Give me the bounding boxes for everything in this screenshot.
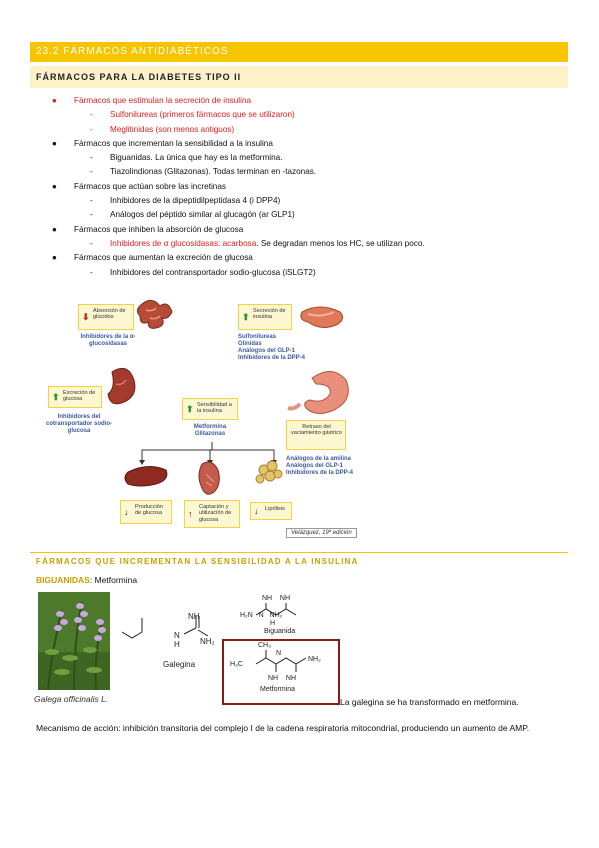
excrecion-drugs: Inhibidores del cotransportador sodio-gl… (45, 414, 112, 434)
bullet-item: -Inhibidores del contransportador sodio-… (90, 267, 316, 277)
bullet-item: -Análogos del péptido similar al glucagó… (90, 210, 295, 220)
arrow-up-icon: ⬆ (52, 391, 60, 402)
box-secrecion: ⬆ Secreción de insulina (238, 304, 292, 330)
h3c-label: H₃C (230, 661, 243, 668)
biguanida-formula-top: NH NH (262, 595, 290, 602)
biguanida-formula-bottom: H₂N N NH₂ (240, 612, 283, 619)
metformina-box (222, 639, 340, 705)
sensibilidad-drugs: Metformina Glitazonas (193, 424, 227, 437)
plant-drawing (38, 592, 110, 691)
section-title: 23.2 FÁRMACOS ANTIDIABÉTICOS (30, 42, 568, 62)
retraso-drugs: Análogos de la amilina Análogos del GLP-… (286, 456, 354, 476)
metformina-label: Metformina (260, 686, 296, 693)
bullet-list: ●Fármacos que estimulan la secreción de … (52, 94, 425, 280)
metformina-structure (255, 650, 307, 672)
biguanida-structure (255, 603, 297, 616)
box-sensibilidad: ⬆ Sensibilidad a la insulina (182, 398, 238, 420)
liver-icon (124, 466, 168, 487)
nh-label: N (174, 631, 180, 640)
divider (30, 552, 568, 553)
bullet-item: ●Fármacos que aumentan la excreción de g… (52, 253, 253, 263)
nh-label: NH (188, 612, 200, 621)
arrow-down-icon: ↓ (254, 505, 259, 516)
bullet-item: -Biguanidas. La única que hay es la metf… (90, 153, 283, 163)
galegina-structure (121, 616, 209, 639)
box-lipolisis: ↓ Lipólisis (250, 502, 292, 520)
transformation-note: La galegina se ha transformado en metfor… (340, 697, 519, 707)
intestine-icon (136, 300, 173, 329)
bullet-item: -Sulfonilureas (primeros fármacos que se… (90, 110, 295, 120)
bullet-item: -Inhibidores de la dipeptidilpeptidasa 4… (90, 196, 281, 206)
biguanidas-heading: BIGUANIDAS: Metformina (36, 575, 138, 585)
muscle-icon (198, 461, 220, 495)
h-label: H (174, 640, 180, 649)
arrow-up-icon: ↑ (188, 508, 193, 519)
nh2-label: NH₂ (200, 637, 215, 646)
arrow-down-icon: ⬇ (82, 311, 90, 322)
ch3-label: CH₃ (258, 642, 271, 649)
figure-caption: Velázquez, 19ª edición (286, 528, 357, 538)
nh2-label: NH₂ (308, 656, 321, 663)
plant-caption: Galega officinalis L. (34, 694, 109, 704)
nh-label: NH NH (268, 675, 296, 682)
kidney-icon (107, 367, 136, 405)
h-label: H (270, 620, 276, 627)
box-retraso: Retraso del vaciamiento gástrico (286, 420, 346, 450)
secrecion-drugs: Sulfonilureas Glinidas Análogos del GLP-… (238, 334, 306, 361)
bullet-item: ●Fármacos que inhiben la absorción de gl… (52, 224, 244, 234)
arrow-down-icon: ↓ (124, 506, 129, 517)
figure-drawing (107, 300, 349, 495)
biguanida-label: Biguanida (264, 628, 296, 635)
box-captacion: ↑ Captación y utilización de glucosa (184, 500, 240, 528)
bullet-item: -Inhibidores de α glucosidasas: acarbosa… (90, 238, 425, 248)
mechanisms-figure: ⬇ Absorción de glúcidos Inhibidores de l… (42, 292, 372, 542)
box-absorcion: ⬇ Absorción de glúcidos (78, 304, 134, 330)
bullet-item: ●Fármacos que incrementan la sensibilida… (52, 138, 273, 148)
bullet-item: -Tiazolindionas (Glitazonas). Todas term… (90, 167, 317, 177)
bullet-item: -Meglitinidas (son menos antiguos) (90, 124, 235, 134)
bullet-item: ●Fármacos que actúan sobre las incretina… (52, 181, 227, 191)
adipose-icon (255, 460, 283, 484)
subsection-title: FÁRMACOS PARA LA DIABETES TIPO II (30, 66, 568, 88)
box-excrecion: ⬆ Excreción de glucosa (48, 386, 102, 408)
arrow-up-icon: ⬆ (186, 403, 194, 414)
mechanism-paragraph: Mecanismo de acción: inhibición transito… (36, 723, 530, 733)
n-label: N (276, 650, 282, 657)
bullet-item: ●Fármacos que estimulan la secreción de … (52, 96, 252, 105)
galegina-label: Galegina (163, 660, 196, 669)
pancreas-icon (300, 306, 344, 328)
box-produccion: ↓ Producción de glucosa (120, 500, 172, 524)
section2-title: FÁRMACOS QUE INCREMENTAN LA SENSIBILIDAD… (36, 557, 359, 566)
stomach-icon (287, 371, 349, 414)
galega-plant-image (38, 592, 110, 691)
absorcion-drugs: Inhibidores de la α-glucosidasas (80, 334, 136, 347)
arrow-up-icon: ⬆ (242, 311, 250, 322)
